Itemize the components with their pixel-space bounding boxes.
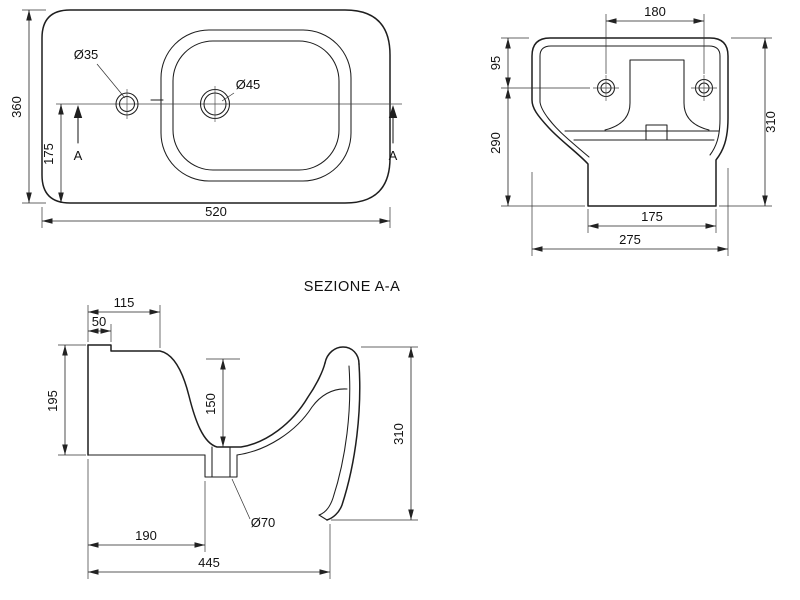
section-title: SEZIONE A-A [304,279,401,295]
section-dim-total-height-label: 310 [391,423,406,445]
section-dim-drain-offset-label: 190 [135,528,157,543]
plan-extension-lines [22,9,391,228]
section-arrow-left-head [73,105,83,118]
mount-hole-right-crosshair [691,75,717,101]
tap-hole-leader [96,63,126,99]
section-front-rim [324,346,360,365]
section-marker-label-left: A [74,148,83,163]
section-front-outer-wall [326,363,361,521]
section-arrow-right-head [388,105,398,118]
front-dim-total-height-label: 310 [763,111,778,133]
section-extension-lines [58,305,418,579]
front-dim-hole-spacing-label: 180 [644,4,666,19]
section-view: SEZIONE A-A 115 50 195 150 310 190 445 Ø… [45,279,418,579]
drain-hole-label: Ø45 [236,77,261,92]
section-top-and-bowl [87,344,326,448]
tap-hole-label: Ø35 [74,47,99,62]
section-front-inner-wall [318,365,351,516]
section-drain-inner [211,446,231,478]
plan-dim-offset-label: 175 [41,143,56,165]
section-dim-total-depth-label: 445 [198,555,220,570]
front-view: 180 95 290 310 175 275 [488,4,778,256]
section-front-tip [318,514,328,521]
plan-dim-width-label: 520 [205,204,227,219]
plan-view: A A 360 175 520 Ø35 Ø45 [9,9,402,228]
section-marker-label-right: A [389,148,398,163]
section-dim-ledge-label: 50 [92,314,106,329]
section-bowl-underside [236,388,348,456]
front-dim-lower-height-label: 290 [488,132,503,154]
drain-hole-leader [221,92,235,102]
section-drain-leader [231,478,251,520]
front-drain-rect [645,124,668,141]
front-inner-rim [539,45,721,156]
plan-basin-outer [160,29,352,182]
section-dim-deck-depth-label: 115 [114,295,135,310]
front-extension-lines [501,14,772,256]
front-deck-lines [564,130,720,141]
front-dim-base-width-label: 175 [641,209,663,224]
plan-basin-inner [172,40,340,171]
section-dim-rear-height-label: 195 [45,390,60,412]
plan-dim-depth-label: 360 [9,96,24,118]
front-bowl-tower [604,59,710,131]
front-inner-rim-left [539,101,590,158]
front-outline [531,37,729,207]
front-dim-total-width-label: 275 [619,232,641,247]
section-dim-bowl-depth-label: 150 [203,393,218,415]
section-drain-diameter-label: Ø70 [251,515,276,530]
section-drain-outer [204,454,238,478]
plan-outline [41,9,391,204]
front-dim-holes-top-label: 95 [488,56,503,70]
mount-hole-left-crosshair [593,75,619,101]
